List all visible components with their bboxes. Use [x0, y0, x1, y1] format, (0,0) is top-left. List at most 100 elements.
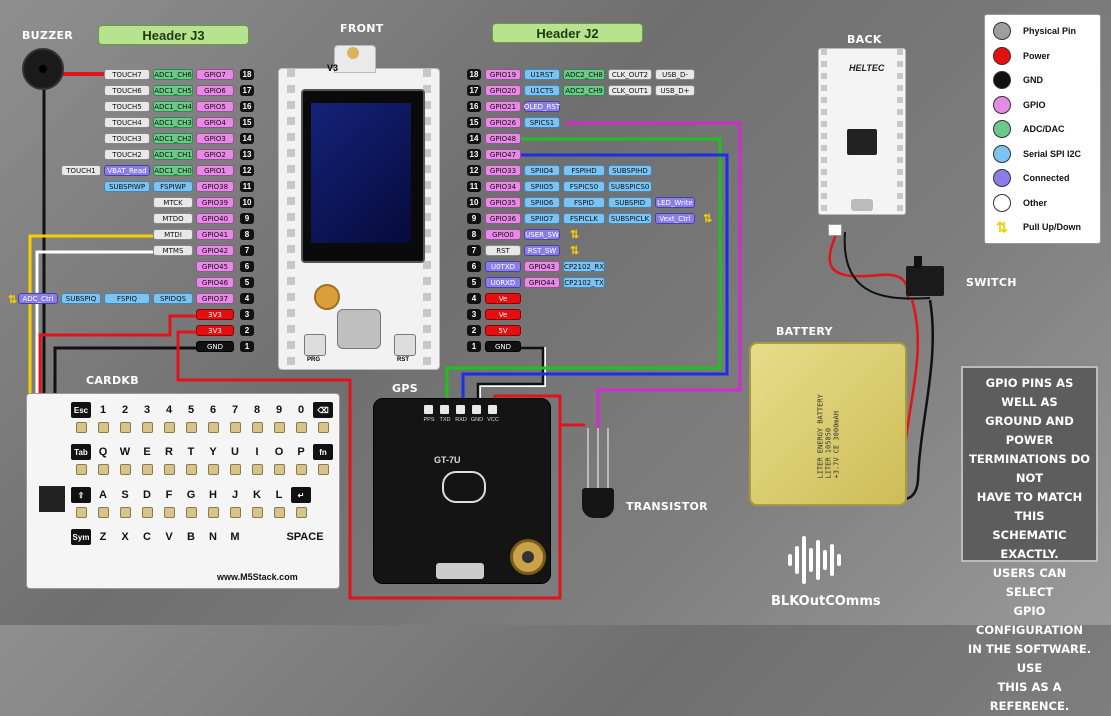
cardkb-key-pad	[164, 422, 175, 433]
cardkb-key[interactable]: 4	[165, 404, 173, 416]
cardkb-key-pad	[208, 464, 219, 475]
pin-cell: MTDI	[153, 229, 193, 240]
cardkb-key[interactable]: D	[143, 489, 151, 501]
battery-title: BATTERY	[776, 325, 833, 338]
cardkb-key[interactable]: L	[275, 489, 283, 501]
cardkb-key[interactable]: Sym	[71, 529, 91, 545]
cardkb-key-pad	[120, 422, 131, 433]
cardkb-key[interactable]	[247, 529, 267, 545]
note-line: HAVE TO MATCH THIS	[976, 490, 1083, 523]
note-line: THIS AS A REFERENCE.	[989, 680, 1070, 713]
cardkb-key[interactable]: 6	[209, 404, 217, 416]
cardkb-key[interactable]: P	[297, 446, 305, 458]
cardkb-key[interactable]: Q	[98, 446, 108, 458]
cardkb-key[interactable]: 3	[143, 404, 151, 416]
cardkb-key[interactable]: 0	[297, 404, 305, 416]
brand-logo-icon	[786, 532, 846, 593]
cardkb-key[interactable]: Esc	[71, 402, 91, 418]
pin-number: 9	[467, 213, 481, 224]
cardkb-key[interactable]: X	[121, 531, 129, 543]
pin-cell: ADC2_CH9	[563, 85, 605, 96]
cardkb-key[interactable]: O	[274, 446, 284, 458]
heltec-board-back: HELTEC	[818, 48, 906, 215]
cardkb-key[interactable]: Z	[99, 531, 107, 543]
cardkb-key[interactable]: U	[231, 446, 239, 458]
pin-cell: VBAT_Read	[104, 165, 150, 176]
gps-pin-pad	[488, 405, 497, 414]
pin-cell: U0TXD	[485, 261, 521, 272]
cardkb-key[interactable]: J	[231, 489, 239, 501]
legend-label: ADC/DAC	[1023, 124, 1065, 134]
cardkb-key[interactable]: M	[230, 531, 240, 543]
cardkb-key-pad	[142, 464, 153, 475]
usb-c-port	[337, 309, 381, 349]
cardkb-key-pad	[76, 422, 87, 433]
pin-cell: SPIIO4	[524, 165, 560, 176]
cardkb-key[interactable]: C	[143, 531, 151, 543]
pin-cell: RST_SW	[524, 245, 560, 256]
battery-connector	[828, 224, 842, 236]
cardkb-key[interactable]: 1	[99, 404, 107, 416]
cardkb-key[interactable]: H	[209, 489, 217, 501]
cardkb-key-pad	[98, 464, 109, 475]
pin-cell: SUBSPIQ	[61, 293, 101, 304]
legend-label: Serial SPI I2C	[1023, 148, 1082, 159]
pin-cell: SPIIO7	[524, 213, 560, 224]
cardkb-key[interactable]: SPACE	[286, 531, 324, 543]
pin-number: 18	[240, 69, 254, 80]
cardkb-key[interactable]: N	[209, 531, 217, 543]
cardkb-key[interactable]: Tab	[71, 444, 91, 460]
pin-cell: GPIO39	[196, 197, 234, 208]
gps-model: GT-7U	[434, 455, 461, 465]
cardkb-key[interactable]: S	[121, 489, 129, 501]
pull-up-down-icon: ⇅	[996, 218, 1008, 235]
cardkb-key[interactable]: 7	[231, 404, 239, 416]
cardkb-key[interactable]: V	[165, 531, 173, 543]
cardkb-key[interactable]: B	[187, 531, 195, 543]
pin-number: 4	[240, 293, 254, 304]
legend-item: GND	[993, 70, 1043, 90]
cardkb-key[interactable]: 9	[275, 404, 283, 416]
pin-cell: MTMS	[153, 245, 193, 256]
cardkb-key[interactable]: fn	[313, 444, 333, 460]
slide-switch[interactable]	[906, 256, 944, 296]
cardkb-key[interactable]: A	[99, 489, 107, 501]
battery-line-2: LITER 105050	[824, 427, 833, 479]
cardkb-key[interactable]: 8	[253, 404, 261, 416]
pin-cell: USB_D+	[655, 85, 695, 96]
cardkb-key[interactable]: 5	[187, 404, 195, 416]
pin-number: 14	[467, 133, 481, 144]
pin-number: 6	[467, 261, 481, 272]
cardkb-key[interactable]: ↵	[291, 487, 311, 503]
pin-cell: ADC_Ctrl	[18, 293, 58, 304]
cardkb-key[interactable]: F	[165, 489, 173, 501]
legend-swatch	[993, 46, 1011, 65]
cardkb-key[interactable]: W	[119, 446, 131, 458]
note-line: GPIO PINS AS WELL AS	[985, 376, 1074, 409]
pin-number: 8	[467, 229, 481, 240]
cardkb-key[interactable]: Y	[209, 446, 217, 458]
cardkb-key[interactable]: G	[186, 489, 196, 501]
cardkb-key[interactable]: E	[143, 446, 151, 458]
cardkb-key[interactable]: I	[255, 446, 259, 458]
cardkb-key[interactable]: T	[187, 446, 195, 458]
pin-cell: GPIO2	[196, 149, 234, 160]
pin-number: 1	[467, 341, 481, 352]
pull-up-arrow-rst-sw: ⇅	[570, 245, 580, 257]
prg-button[interactable]	[304, 334, 326, 356]
cardkb-key[interactable]: R	[165, 446, 173, 458]
cardkb-key-pad	[296, 464, 307, 475]
cardkb-key-pad	[142, 507, 153, 518]
pin-cell: MTCK	[153, 197, 193, 208]
cardkb-key[interactable]: K	[253, 489, 261, 501]
transistor	[582, 488, 614, 518]
cardkb-key[interactable]: ⌫	[313, 402, 333, 418]
legend-item: Power	[993, 46, 1050, 66]
pin-cell: GPIO43	[524, 261, 560, 272]
cardkb-key[interactable]: ⇧	[71, 487, 91, 503]
pin-cell: SUBSPIHD	[608, 165, 652, 176]
rst-button[interactable]	[394, 334, 416, 356]
cardkb-key-pad	[98, 507, 109, 518]
cardkb-key[interactable]: 2	[121, 404, 129, 416]
